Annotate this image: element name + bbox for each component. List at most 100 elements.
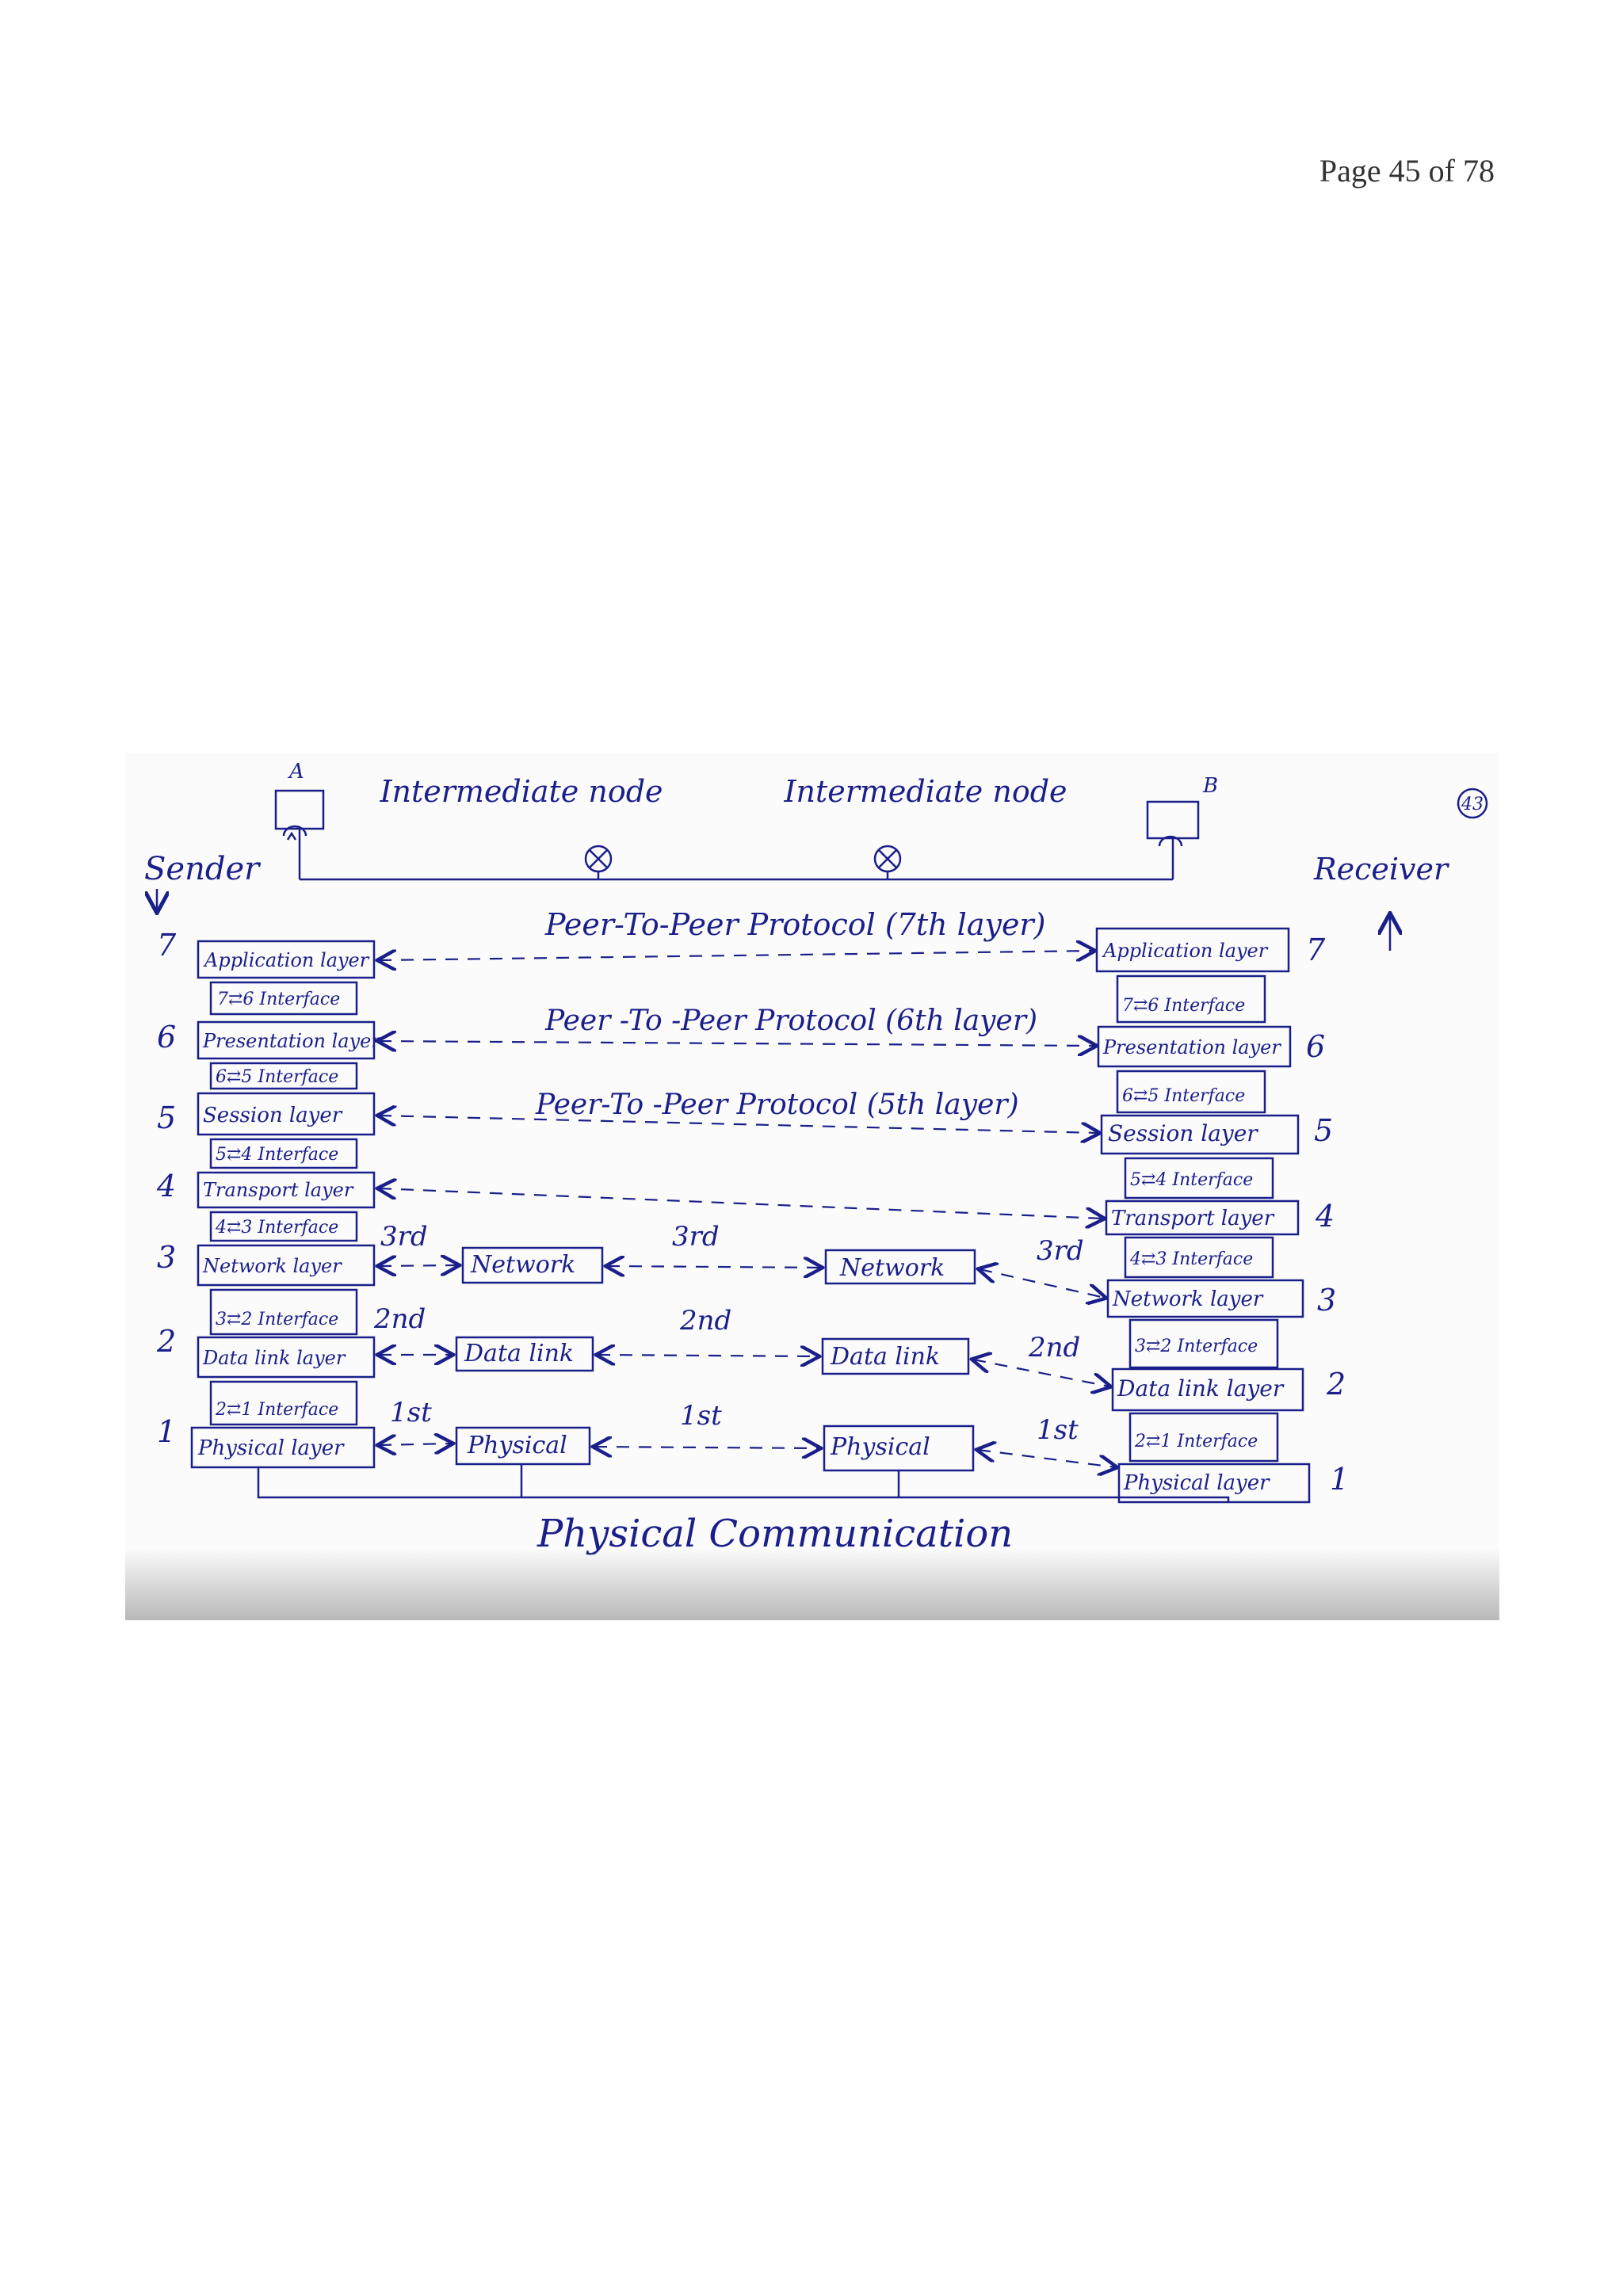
hop-label: 1st bbox=[680, 1400, 722, 1432]
hop-label: 3rd bbox=[1037, 1235, 1084, 1267]
physical-medium-line bbox=[257, 1467, 1230, 1502]
node-2-stack: Network Data link Physical bbox=[821, 1249, 976, 1472]
left-layer-num: 2 bbox=[156, 1324, 176, 1359]
left-layer-label: Application layer bbox=[203, 949, 370, 971]
right-layer-num: 2 bbox=[1326, 1367, 1346, 1402]
receiver-stack: Application layer 7⇄6 Interface Presenta… bbox=[1095, 927, 1311, 1504]
host-a: A bbox=[274, 760, 325, 879]
transport-peer-link bbox=[379, 1188, 1103, 1219]
left-layer-box bbox=[197, 1020, 376, 1060]
hop-label: 2nd bbox=[373, 1303, 426, 1335]
right-interface-label: 3⇄2 Interface bbox=[1135, 1337, 1258, 1356]
peer-protocol-label: Peer-To -Peer Protocol (5th layer) bbox=[535, 1089, 1019, 1121]
peer-protocol-label: Peer -To -Peer Protocol (6th layer) bbox=[544, 1005, 1037, 1037]
left-layer-label: Presentation layer bbox=[202, 1030, 381, 1052]
right-layer-label: Network layer bbox=[1112, 1287, 1264, 1311]
hop-links: 3rd 3rd 3rd 2nd 2nd 2nd 1st 1st 1st bbox=[373, 1221, 1116, 1467]
node-1-layer-box bbox=[461, 1246, 604, 1284]
intermediate-node-1: Intermediate node bbox=[379, 774, 663, 879]
hop-label: 2nd bbox=[679, 1305, 731, 1337]
sender-stack: Application layer 7⇄6 Interface Presenta… bbox=[190, 940, 381, 1469]
hop-label: 1st bbox=[390, 1397, 432, 1428]
right-interface-box bbox=[1124, 1157, 1274, 1199]
physical-communication-label: Physical Communication bbox=[537, 1512, 1013, 1556]
right-layer-label: Session layer bbox=[1108, 1120, 1258, 1146]
left-interface-label: 6⇄5 Interface bbox=[216, 1067, 338, 1087]
right-layer-label: Transport layer bbox=[1111, 1207, 1275, 1230]
right-interface-label: 2⇄1 Interface bbox=[1134, 1432, 1258, 1451]
osi-diagram: A B Intermediate node Intermediate node … bbox=[144, 760, 1488, 1556]
left-interface-box bbox=[209, 1211, 358, 1242]
left-layer-label: Session layer bbox=[203, 1104, 343, 1127]
corner-mark-circle bbox=[1457, 788, 1488, 819]
intermediate-node-1-label: Intermediate node bbox=[379, 774, 663, 809]
right-layer-label: Data link layer bbox=[1117, 1375, 1285, 1402]
right-layer-label: Presentation layer bbox=[1102, 1036, 1281, 1058]
page-number: Page 45 of 78 bbox=[1319, 153, 1495, 189]
right-layer-label: Application layer bbox=[1102, 940, 1269, 962]
node-2-layer-label: Network bbox=[839, 1254, 945, 1282]
host-a-label: A bbox=[288, 760, 304, 784]
node-1-layer-box bbox=[455, 1336, 594, 1372]
left-layer-num: 6 bbox=[157, 1020, 176, 1055]
host-a-port-icon bbox=[282, 825, 307, 841]
host-a-computer-icon bbox=[274, 789, 325, 830]
left-interface-label: 3⇄2 Interface bbox=[216, 1310, 338, 1329]
node-1-layer-box bbox=[455, 1426, 591, 1466]
host-b: B bbox=[1146, 774, 1218, 879]
peer-protocol-label: Peer-To-Peer Protocol (7th layer) bbox=[544, 907, 1045, 942]
node-1-stack: Network Data link Physical bbox=[455, 1246, 604, 1466]
hop-label: 3rd bbox=[380, 1221, 428, 1253]
left-layer-label: Transport layer bbox=[203, 1179, 354, 1201]
left-interface-label: 7⇄6 Interface bbox=[217, 990, 340, 1009]
hop-label: 3rd bbox=[672, 1221, 720, 1253]
right-interface-label: 5⇄4 Interface bbox=[1130, 1170, 1253, 1190]
right-layer-num: 1 bbox=[1330, 1462, 1349, 1497]
right-layer-num: 4 bbox=[1315, 1199, 1335, 1234]
right-layer-numbers: 7 6 5 4 3 2 1 bbox=[1306, 933, 1349, 1497]
node-2-layer-label: Data link bbox=[830, 1343, 940, 1371]
corner-mark: 43 bbox=[1461, 795, 1484, 814]
right-interface-label: 7⇄6 Interface bbox=[1122, 996, 1245, 1016]
sender-label: Sender bbox=[144, 851, 262, 887]
osi-diagram-photo: A B Intermediate node Intermediate node … bbox=[125, 753, 1499, 1620]
left-layer-num: 7 bbox=[157, 928, 177, 963]
left-layer-box bbox=[197, 940, 376, 979]
left-layer-num: 4 bbox=[156, 1169, 176, 1203]
node-2-layer-label: Physical bbox=[830, 1433, 930, 1461]
right-layer-num: 7 bbox=[1306, 933, 1326, 967]
node-1-layer-label: Network bbox=[470, 1251, 575, 1279]
node-1-layer-label: Data link bbox=[464, 1340, 574, 1367]
right-interface-box bbox=[1128, 1318, 1279, 1369]
right-layer-label: Physical layer bbox=[1123, 1471, 1270, 1495]
left-layer-num: 5 bbox=[157, 1100, 176, 1135]
left-interface-box bbox=[209, 981, 358, 1016]
right-layer-box bbox=[1117, 1463, 1311, 1504]
left-layer-box bbox=[197, 1171, 376, 1209]
intermediate-node-2-label: Intermediate node bbox=[783, 774, 1067, 809]
left-layer-num: 3 bbox=[157, 1240, 176, 1275]
receiver-label: Receiver bbox=[1313, 852, 1450, 887]
intermediate-node-2: Intermediate node bbox=[783, 774, 1067, 879]
left-layer-num: 1 bbox=[157, 1414, 176, 1449]
left-layer-box bbox=[190, 1426, 376, 1469]
left-layer-box bbox=[197, 1336, 376, 1379]
left-interface-label: 2⇄1 Interface bbox=[215, 1400, 338, 1420]
right-layer-num: 5 bbox=[1314, 1113, 1333, 1148]
right-interface-box bbox=[1116, 974, 1266, 1024]
hop-label: 1st bbox=[1037, 1414, 1079, 1446]
host-b-port-icon bbox=[1158, 835, 1183, 847]
left-layer-box bbox=[197, 1244, 376, 1287]
right-interface-box bbox=[1124, 1236, 1274, 1279]
left-interface-box bbox=[209, 1138, 358, 1169]
left-layer-numbers: 7 6 5 4 3 2 1 bbox=[156, 928, 177, 1449]
left-layer-label: Data link layer bbox=[202, 1347, 346, 1369]
left-interface-box bbox=[209, 1380, 358, 1426]
host-b-label: B bbox=[1202, 774, 1218, 798]
left-interface-label: 5⇄4 Interface bbox=[216, 1145, 338, 1165]
peer-protocol-links: Peer-To-Peer Protocol (7th layer) Peer -… bbox=[379, 907, 1103, 1219]
left-layer-label: Physical layer bbox=[197, 1436, 345, 1460]
hop-label: 2nd bbox=[1028, 1332, 1080, 1363]
right-interface-box bbox=[1128, 1412, 1279, 1463]
right-layer-num: 6 bbox=[1306, 1029, 1325, 1064]
